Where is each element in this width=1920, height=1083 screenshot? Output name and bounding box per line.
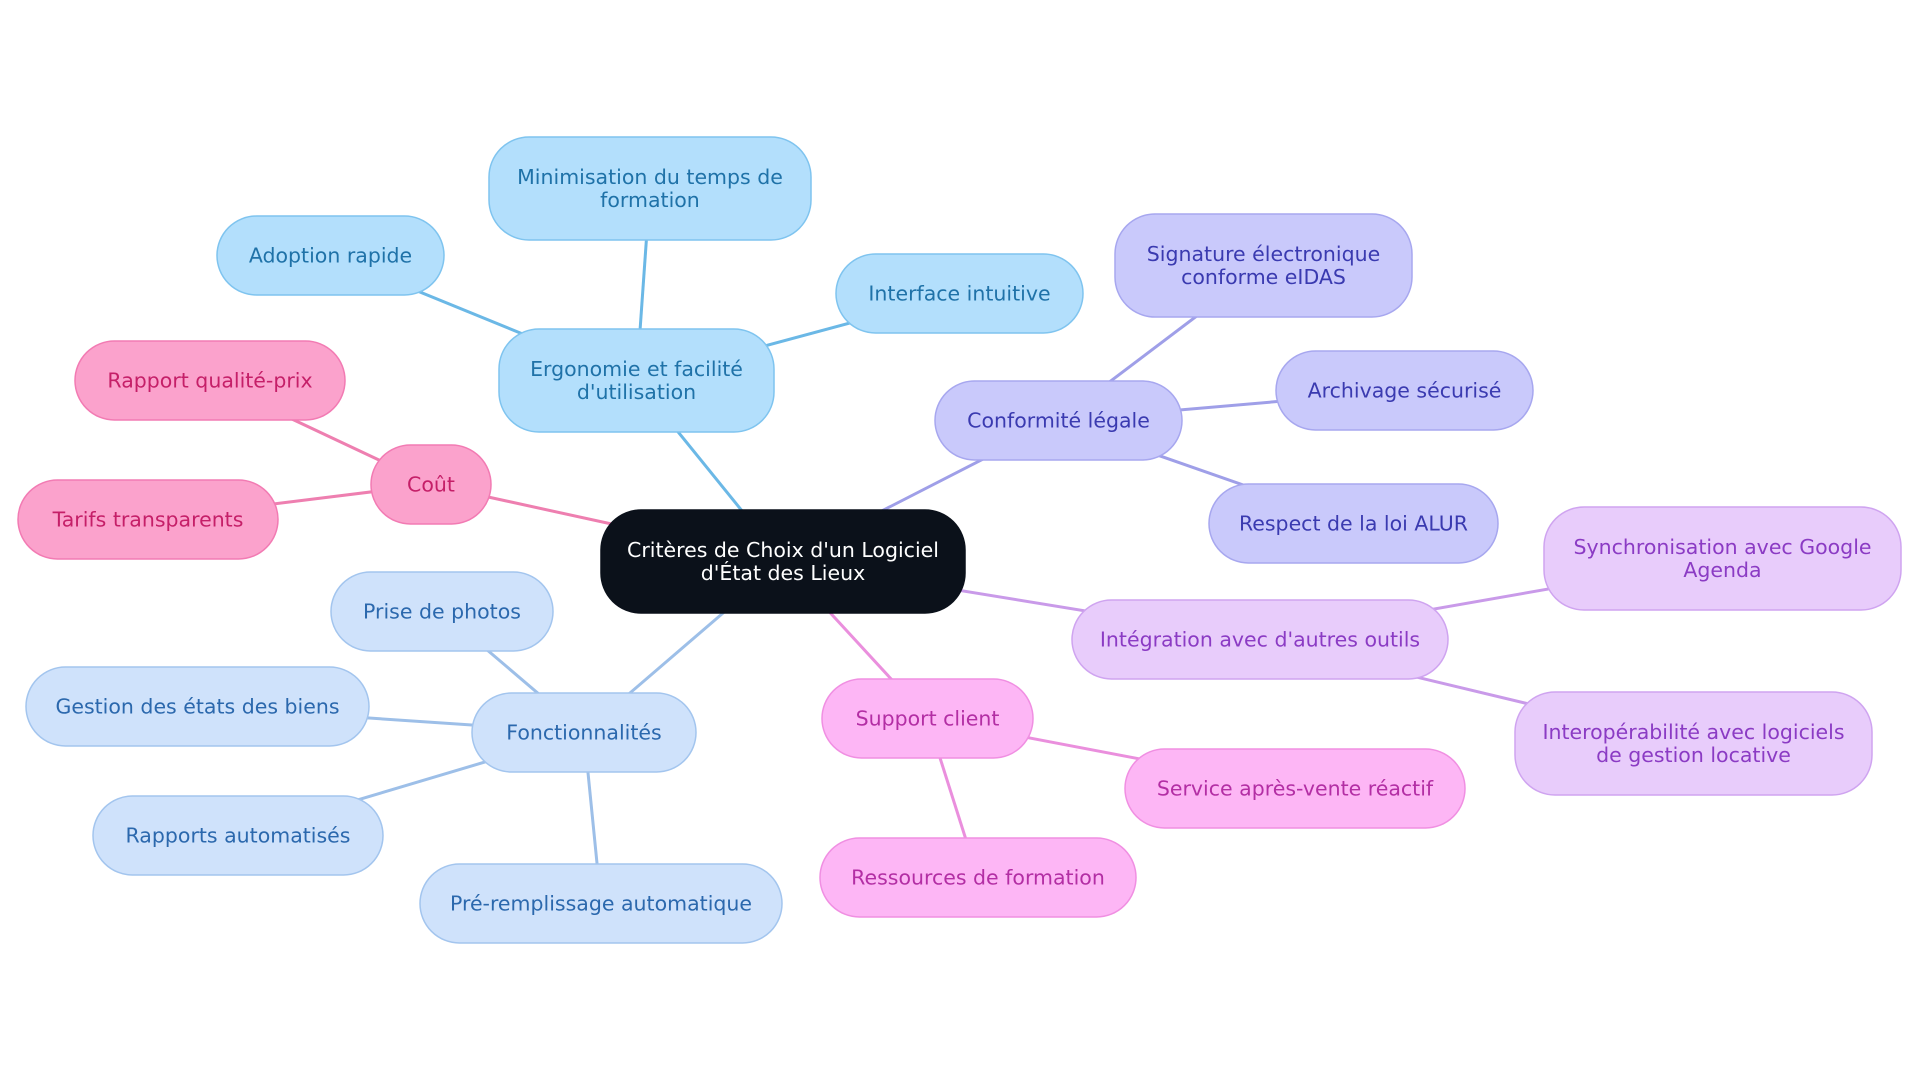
- node-alur[interactable]: Respect de la loi ALUR: [1208, 483, 1499, 564]
- node-box-integration: [1071, 599, 1449, 680]
- node-label-fonctionnalites-line-0: Fonctionnalités: [506, 721, 661, 745]
- node-box-conformite: [934, 380, 1183, 461]
- node-conformite[interactable]: Conformité légale: [934, 380, 1183, 461]
- node-box-signature: [1114, 213, 1413, 318]
- node-label-archivage-line-0: Archivage sécurisé: [1308, 379, 1502, 403]
- node-label-minimisation-line-1: formation: [600, 188, 700, 212]
- node-label-cout-line-0: Coût: [407, 473, 455, 497]
- node-label-minimisation-line-0: Minimisation du temps de: [517, 165, 783, 189]
- node-box-minimisation: [488, 136, 812, 241]
- node-label-rapports-line-0: Rapports automatisés: [126, 824, 351, 848]
- node-label-photos-line-0: Prise de photos: [363, 600, 521, 624]
- node-label-root-line-1: d'État des Lieux: [701, 560, 865, 585]
- node-label-preremplissage-line-0: Pré-remplissage automatique: [450, 892, 752, 916]
- node-support[interactable]: Support client: [821, 678, 1034, 759]
- node-label-tarifs-line-0: Tarifs transparents: [52, 508, 244, 532]
- node-label-interop-line-1: de gestion locative: [1596, 743, 1791, 767]
- node-integration[interactable]: Intégration avec d'autres outils: [1071, 599, 1449, 680]
- node-gestion[interactable]: Gestion des états des biens: [25, 666, 370, 747]
- node-label-ergonomie-line-0: Ergonomie et facilité: [530, 357, 743, 381]
- node-archivage[interactable]: Archivage sécurisé: [1275, 350, 1534, 431]
- node-sav[interactable]: Service après-vente réactif: [1124, 748, 1466, 829]
- node-box-interop: [1514, 691, 1873, 796]
- node-box-preremplissage: [419, 863, 783, 944]
- node-box-archivage: [1275, 350, 1534, 431]
- node-label-google-line-1: Agenda: [1683, 558, 1761, 582]
- node-box-root: [600, 509, 966, 614]
- node-label-support-line-0: Support client: [856, 707, 1000, 731]
- node-box-tarifs: [17, 479, 279, 560]
- node-interface[interactable]: Interface intuitive: [835, 253, 1084, 334]
- node-label-ressources-line-0: Ressources de formation: [851, 866, 1105, 890]
- node-label-gestion-line-0: Gestion des états des biens: [55, 695, 339, 719]
- node-box-interface: [835, 253, 1084, 334]
- node-box-gestion: [25, 666, 370, 747]
- node-label-interop-line-0: Interopérabilité avec logiciels: [1542, 720, 1844, 744]
- node-box-fonctionnalites: [471, 692, 697, 773]
- node-box-sav: [1124, 748, 1466, 829]
- node-label-alur-line-0: Respect de la loi ALUR: [1239, 512, 1468, 536]
- node-box-google: [1543, 506, 1902, 611]
- node-label-root-line-0: Critères de Choix d'un Logiciel: [627, 538, 939, 562]
- node-box-adoption: [216, 215, 445, 296]
- node-box-cout: [370, 444, 492, 525]
- node-label-adoption-line-0: Adoption rapide: [249, 244, 412, 268]
- node-tarifs[interactable]: Tarifs transparents: [17, 479, 279, 560]
- node-cout[interactable]: Coût: [370, 444, 492, 525]
- node-box-ergonomie: [498, 328, 775, 433]
- node-box-photos: [330, 571, 554, 652]
- node-photos[interactable]: Prise de photos: [330, 571, 554, 652]
- node-box-ressources: [819, 837, 1137, 918]
- node-fonctionnalites[interactable]: Fonctionnalités: [471, 692, 697, 773]
- node-label-interface-line-0: Interface intuitive: [868, 282, 1050, 306]
- node-label-signature-line-1: conforme eIDAS: [1181, 265, 1346, 289]
- node-box-alur: [1208, 483, 1499, 564]
- node-label-sav-line-0: Service après-vente réactif: [1157, 777, 1434, 801]
- node-label-signature-line-0: Signature électronique: [1147, 242, 1380, 266]
- node-label-rapport-qp-line-0: Rapport qualité-prix: [107, 369, 312, 393]
- node-label-google-line-0: Synchronisation avec Google: [1573, 535, 1871, 559]
- node-adoption[interactable]: Adoption rapide: [216, 215, 445, 296]
- node-box-rapport-qp: [74, 340, 346, 421]
- node-ressources[interactable]: Ressources de formation: [819, 837, 1137, 918]
- node-rapports[interactable]: Rapports automatisés: [92, 795, 384, 876]
- node-label-integration-line-0: Intégration avec d'autres outils: [1100, 628, 1420, 652]
- node-rapport-qp[interactable]: Rapport qualité-prix: [74, 340, 346, 421]
- node-label-ergonomie-line-1: d'utilisation: [577, 380, 696, 404]
- node-preremplissage[interactable]: Pré-remplissage automatique: [419, 863, 783, 944]
- node-box-rapports: [92, 795, 384, 876]
- node-box-support: [821, 678, 1034, 759]
- node-label-conformite-line-0: Conformité légale: [967, 409, 1150, 433]
